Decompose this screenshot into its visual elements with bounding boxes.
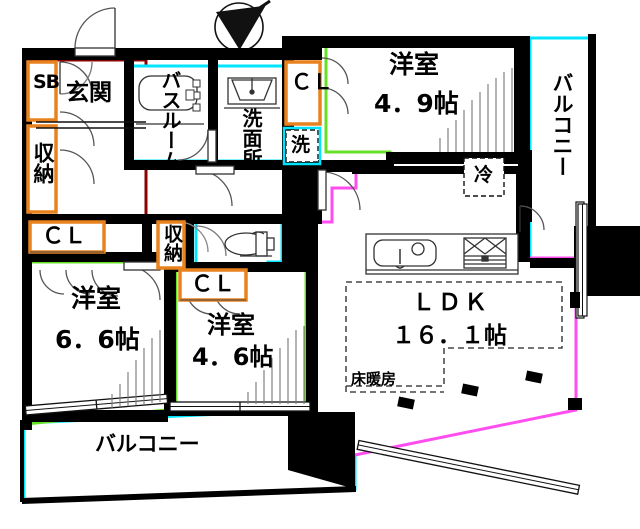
washing-machine-space [285, 129, 319, 163]
shoe-box-label: SB [33, 71, 60, 93]
closet-west-label: ＣＬ [42, 224, 87, 249]
bedroom-north-area: 4．9帖 [374, 89, 459, 118]
floor-heating-zone [345, 281, 563, 393]
balcony-south-label: バルコニー [95, 432, 200, 456]
curtain-hatch [111, 68, 513, 408]
windows [24, 201, 588, 495]
bathroom-label: バスルーム [158, 70, 182, 170]
kitchen-sink-icon [373, 239, 437, 267]
bedroom-west-area: 6．6帖 [55, 325, 140, 354]
ldk-name: ＬＤＫ [412, 290, 490, 316]
storage-entry-label: 収納 [31, 142, 55, 184]
window-mullions [397, 292, 582, 410]
closet-south-label: ＣＬ [191, 272, 236, 297]
bedroom-south-name: 洋室 [207, 311, 255, 339]
genkan-step [36, 121, 146, 129]
genkan-label: 玄関 [66, 80, 112, 106]
toilet-icon [224, 231, 275, 257]
north-arrow-icon [214, 0, 271, 52]
closet-rails [30, 251, 246, 301]
ldk-area: １６．１帖 [392, 323, 507, 349]
appliance-boxes [285, 129, 505, 197]
bedroom-west-name: 洋室 [71, 284, 122, 313]
bedroom-south-area: 4．6帖 [192, 343, 274, 371]
balcony-east-label: バルコニー [550, 72, 574, 177]
bathtub-icon [136, 75, 204, 125]
floor-heating-label: 床暖房 [351, 370, 397, 388]
closet-north-label: ＣＬ [291, 70, 333, 94]
refrigerator-space [463, 157, 505, 197]
kitchen-counter [365, 233, 519, 275]
closet-boxes [26, 60, 322, 302]
washer-label: 洗 [291, 134, 311, 156]
storage-hall-label: 収納 [161, 224, 183, 262]
fridge-label: 冷 [474, 164, 494, 186]
door-swings [39, 7, 545, 315]
gas-stove-icon [463, 237, 507, 269]
bedroom-north-name: 洋室 [389, 50, 440, 79]
washing-machine-cyan-border [282, 126, 322, 166]
vanity-sink-icon [224, 77, 280, 109]
washroom-label: 洗面所 [239, 108, 263, 168]
